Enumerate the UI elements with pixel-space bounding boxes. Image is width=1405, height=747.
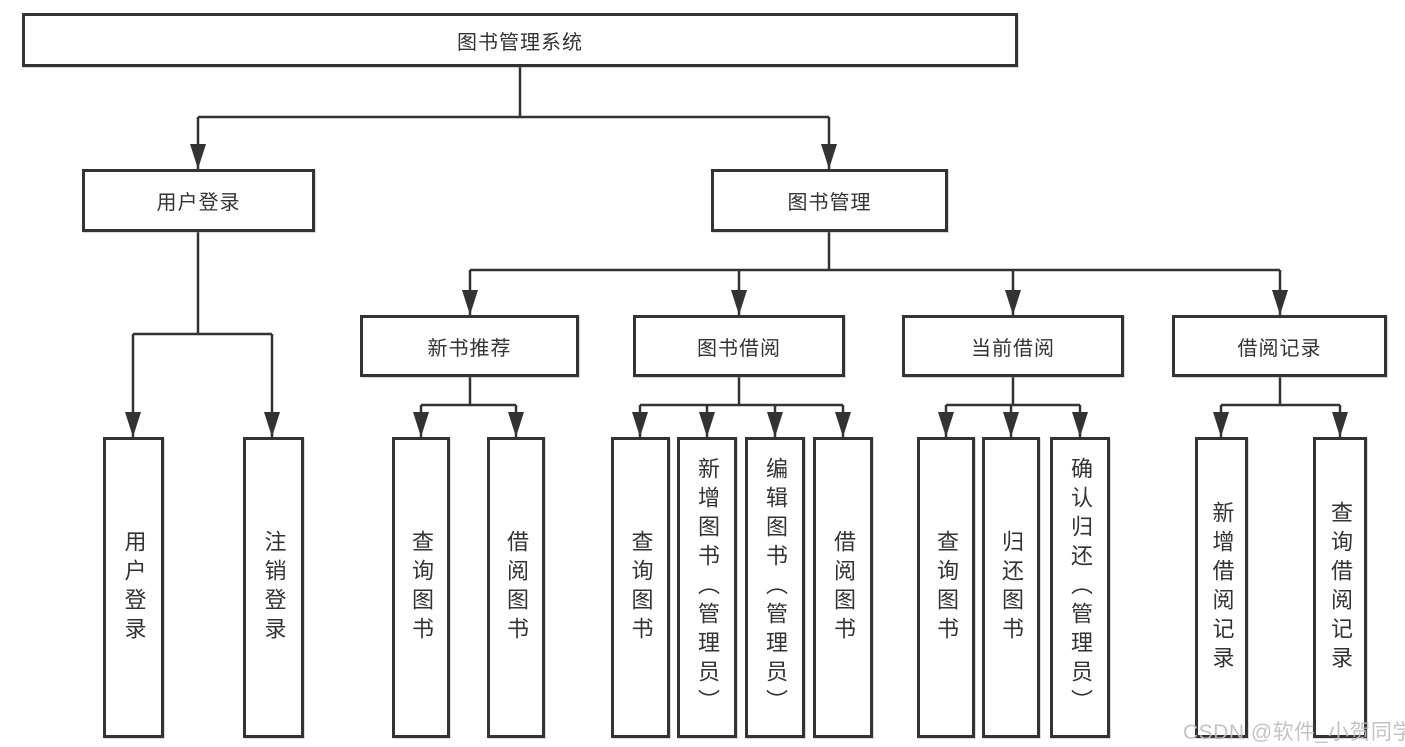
- leaf-recommend-query-books: 查询图书: [392, 437, 450, 738]
- leaf-return-books: 归还图书: [982, 437, 1040, 738]
- node-book-borrow: 图书借阅: [633, 315, 845, 377]
- leaf-edit-books-admin: 编辑图书（管理员）: [745, 437, 805, 738]
- node-root-library-system: 图书管理系统: [22, 13, 1018, 67]
- node-book-management: 图书管理: [711, 169, 948, 232]
- node-current-borrow: 当前借阅: [902, 315, 1124, 377]
- leaf-borrow-query-books: 查询图书: [611, 437, 670, 738]
- arrowheads: [125, 144, 1348, 437]
- node-user-login: 用户登录: [82, 169, 315, 232]
- leaf-confirm-return-admin: 确认归还（管理员）: [1050, 437, 1110, 738]
- node-new-book-recommend: 新书推荐: [360, 315, 579, 377]
- leaf-query-borrow-record: 查询借阅记录: [1313, 437, 1367, 738]
- node-borrow-record: 借阅记录: [1172, 315, 1387, 377]
- leaf-add-books-admin: 新增图书（管理员）: [677, 437, 737, 738]
- leaf-current-query-books: 查询图书: [917, 437, 975, 738]
- leaf-user-login: 用户登录: [103, 437, 164, 738]
- leaf-recommend-borrow-books: 借阅图书: [487, 437, 545, 738]
- leaf-add-borrow-record: 新增借阅记录: [1195, 437, 1248, 738]
- leaf-borrow-books: 借阅图书: [813, 437, 873, 738]
- watermark: CSDN @软件_小贺同学: [1183, 721, 1405, 744]
- leaf-logout: 注销登录: [243, 437, 304, 738]
